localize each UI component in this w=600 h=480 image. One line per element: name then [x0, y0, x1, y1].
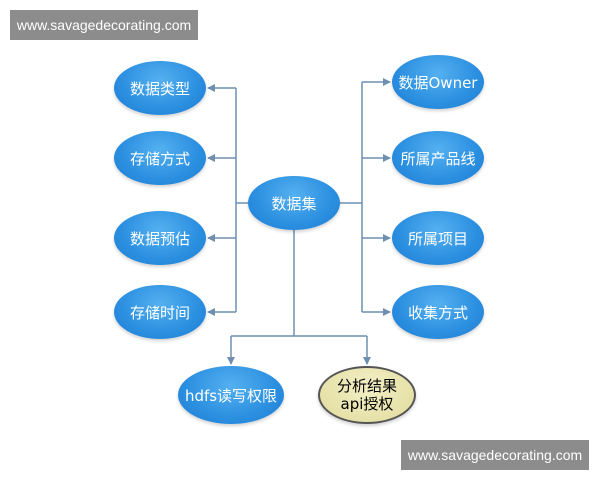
left-node-label: 存储方式 — [129, 149, 190, 168]
left-node-storage-method: 存储方式 — [114, 131, 206, 185]
right-node-collection-method: 收集方式 — [392, 285, 484, 339]
right-node-product-line: 所属产品线 — [392, 131, 484, 185]
watermark-top: www.savagedecorating.com — [10, 10, 198, 40]
center-node-label: 数据集 — [271, 194, 317, 213]
left-node-data-estimate: 数据预估 — [114, 211, 206, 265]
bottom-node-label: 分析结果 api授权 — [336, 377, 397, 413]
right-node-data-owner: 数据Owner — [392, 55, 484, 109]
right-node-label: 所属项目 — [407, 229, 468, 248]
right-node-label: 收集方式 — [407, 303, 468, 322]
right-node-label: 所属产品线 — [400, 149, 476, 168]
left-node-label: 存储时间 — [129, 303, 190, 322]
left-node-label: 数据类型 — [129, 79, 190, 98]
watermark-bottom: www.savagedecorating.com — [401, 440, 589, 470]
left-node-data-type: 数据类型 — [114, 61, 206, 115]
center-node: 数据集 — [248, 176, 340, 230]
bottom-node-api-authorization: 分析结果 api授权 — [318, 366, 416, 424]
left-node-storage-time: 存储时间 — [114, 285, 206, 339]
right-node-project: 所属项目 — [392, 211, 484, 265]
bottom-node-hdfs-permission: hdfs读写权限 — [178, 366, 284, 424]
left-node-label: 数据预估 — [129, 229, 190, 248]
bottom-node-label: hdfs读写权限 — [184, 386, 278, 405]
right-node-label: 数据Owner — [398, 73, 478, 92]
